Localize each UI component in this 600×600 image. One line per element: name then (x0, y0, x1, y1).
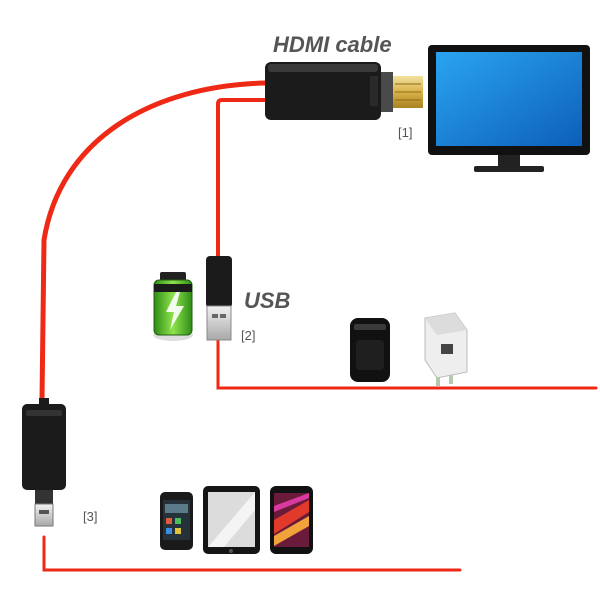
tablet-icon (203, 486, 260, 554)
hdmi-connector (265, 62, 423, 120)
usb-label: USB (244, 288, 291, 313)
usb-connector (206, 256, 232, 341)
cable-lines (39, 80, 598, 572)
micro-usb-connector (22, 398, 66, 527)
marker-2: [2] (241, 328, 256, 343)
power-bank-icon (350, 318, 390, 382)
battery-charging-icon (153, 272, 193, 341)
cable-usb-output-line (216, 336, 598, 390)
marker-1: [1] (398, 125, 413, 140)
smartphone-alt-icon (270, 486, 313, 554)
cable-micro-output-line (42, 535, 462, 572)
cable-main (39, 80, 268, 403)
hdmi-cable-label: HDMI cable (273, 32, 392, 57)
smartphone-icon (160, 492, 193, 550)
tv-monitor-icon (428, 45, 590, 172)
cable-usb-branch (216, 98, 267, 260)
usb-wall-adapter-icon (424, 312, 468, 386)
marker-3: [3] (83, 509, 98, 524)
